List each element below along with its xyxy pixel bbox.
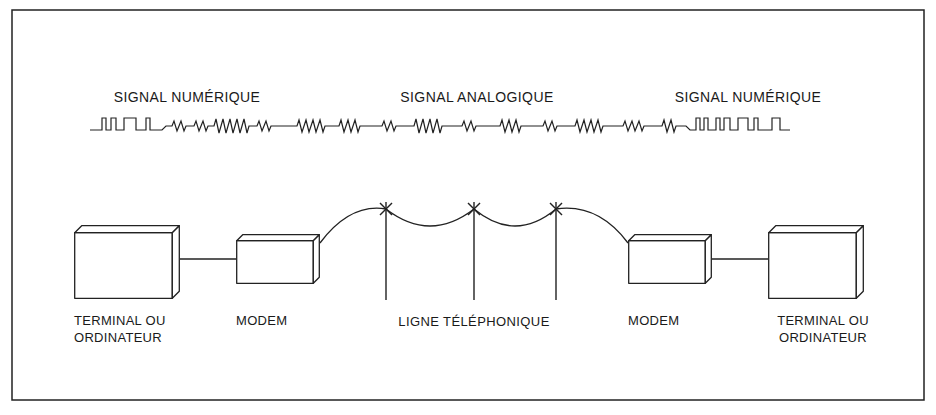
box-face [172,226,179,299]
box-face [629,235,712,241]
box-shape [768,225,864,299]
signal-label: SIGNAL NUMÉRIQUE [112,89,263,105]
box-face [75,226,180,233]
box-face [856,226,863,299]
box-outline [236,234,320,284]
cable-line [180,259,236,260]
modem-box: MODEM [628,234,718,329]
cable-line [712,259,768,260]
box-shape [236,234,320,284]
box-outline [628,234,712,284]
outer-frame [12,10,924,400]
cable-path [180,258,236,259]
box-face [629,241,706,284]
box-caption: MODEM [236,312,326,329]
terminal-box: TERMINAL OU ORDINATEUR [768,225,878,346]
box-face [237,235,320,241]
box-outline [768,225,864,299]
signal-label: SIGNAL NUMÉRIQUE [673,89,824,105]
box-face [313,235,319,284]
signal-waveform [90,118,790,133]
box-caption: TERMINAL OU ORDINATEUR [74,312,204,346]
box-face [237,241,314,284]
box-caption: MODEM [628,312,718,329]
box-caption: TERMINAL OU ORDINATEUR [768,312,878,346]
signal-label: SIGNAL ANALOGIQUE [398,89,555,105]
box-shape [628,234,712,284]
box-shape [74,225,180,299]
telephone-poles [380,202,562,300]
cable-path [712,258,768,259]
terminal-box: TERMINAL OU ORDINATEUR [74,225,204,346]
modem-box: MODEM [236,234,326,329]
box-face [705,235,711,284]
box-face [769,226,864,233]
box-outline [74,225,180,299]
box-face [75,233,173,299]
line-label: LIGNE TÉLÉPHONIQUE [396,314,551,329]
box-face [769,233,857,299]
